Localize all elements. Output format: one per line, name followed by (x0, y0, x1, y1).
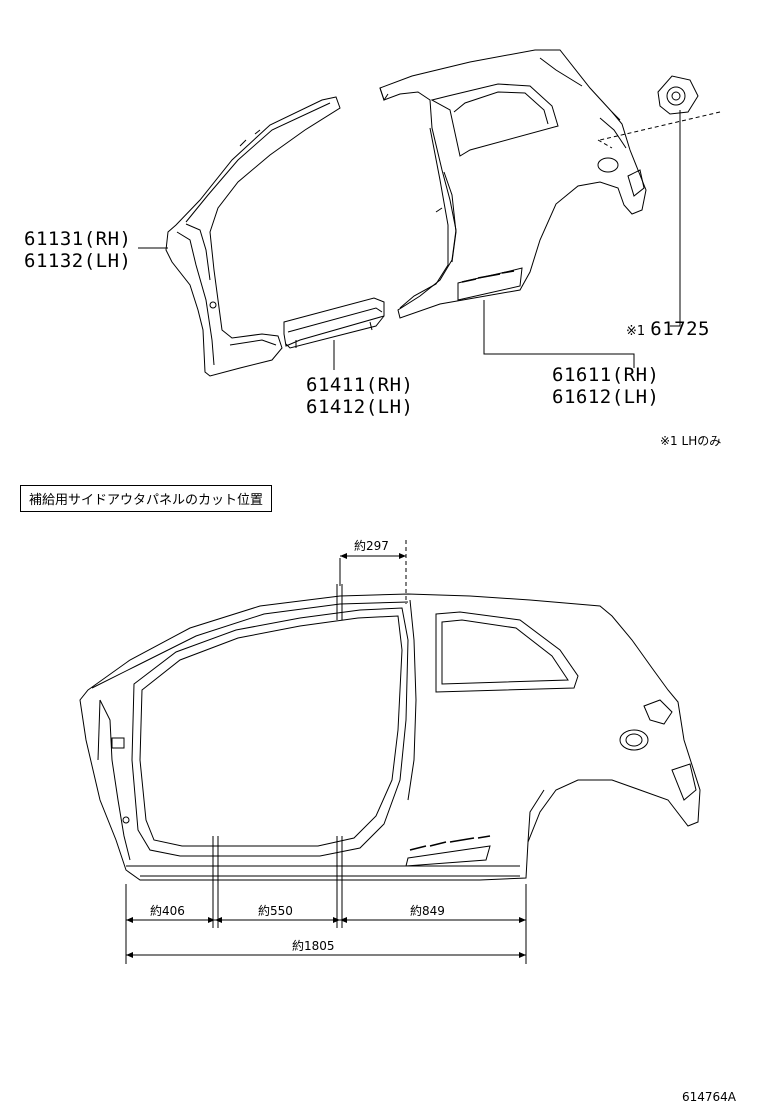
dimension-550: 約550 (258, 904, 293, 918)
part-label-61132: 61132(LH) (24, 250, 132, 272)
part-label-61411: 61411(RH) (306, 374, 414, 396)
dimension-total-1805: 約1805 (292, 939, 335, 953)
top-dimension (339, 540, 407, 604)
cut-position-title: 補給用サイドアウタパネルのカット位置 (20, 485, 273, 512)
rocker-panel (283, 297, 385, 349)
note-mark: ※1 (626, 324, 646, 339)
part-label-61612: 61612(LH) (552, 386, 660, 408)
fuel-lid-part (657, 75, 699, 115)
bottom-dimensions (125, 884, 527, 964)
leader-side-outer (483, 300, 635, 368)
front-pillar-panel (165, 96, 341, 377)
part-number-61725: 61725 (650, 318, 710, 340)
figure-code: 614764A (682, 1090, 737, 1104)
part-label-61131: 61131(RH) (24, 228, 132, 250)
lh-only-note: ※1 LHのみ (660, 434, 722, 448)
dimension-top-297: 約297 (354, 539, 389, 553)
part-label-61412: 61412(LH) (306, 396, 414, 418)
part-label-61611: 61611(RH) (552, 364, 660, 386)
exploded-parts-diagram (138, 49, 721, 377)
leader-fuel-lid (670, 110, 681, 327)
side-panel-outline (79, 593, 701, 881)
dimension-406: 約406 (150, 904, 185, 918)
side-outer-panel (379, 49, 647, 319)
cut-lines (212, 584, 343, 928)
part-label-61725: ※1 61725 (626, 318, 710, 340)
dimension-849: 約849 (410, 904, 445, 918)
